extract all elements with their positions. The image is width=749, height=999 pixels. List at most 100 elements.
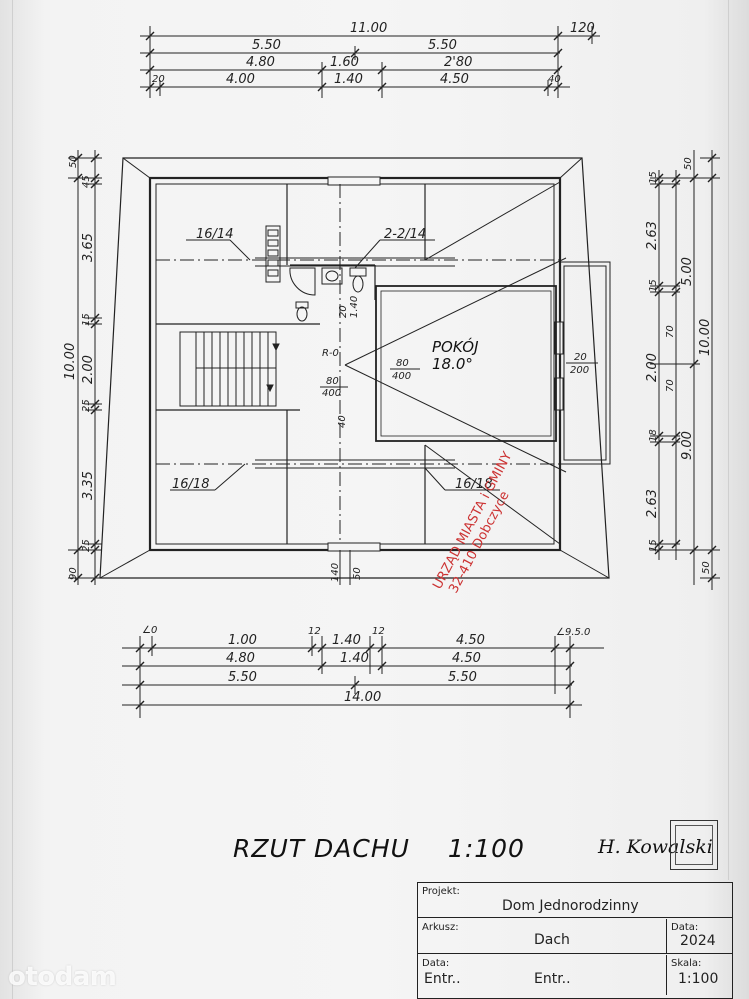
dim-top-r3b: 1.60 bbox=[330, 55, 359, 70]
dim-top-r2a: 5.50 bbox=[252, 38, 281, 53]
dim-left-j: 90 bbox=[68, 567, 79, 580]
dim-right-b: 2.63 bbox=[645, 221, 660, 250]
dim-right-c: 15 bbox=[648, 279, 659, 292]
arkusz-value: Dach bbox=[534, 932, 570, 948]
door2-top: 80 bbox=[326, 376, 339, 387]
skala-label: Skala: bbox=[671, 958, 702, 969]
left-dimension-lines bbox=[68, 150, 102, 585]
label-n40: 40 bbox=[337, 415, 348, 428]
dim-bottom-r1b: 1.40 bbox=[332, 633, 361, 648]
dim-bottom-angle-left: ∠0 bbox=[142, 625, 157, 636]
pokoj-name: POKÓJ bbox=[432, 337, 479, 356]
label-bath: 2-2/14 bbox=[384, 227, 426, 242]
drawing-title-name: RZUT DACHU bbox=[233, 834, 410, 863]
windows bbox=[327, 176, 564, 552]
dim-left-h: 3.35 bbox=[81, 471, 96, 500]
top-dimension-lines bbox=[140, 26, 600, 98]
data-label: Data: bbox=[671, 922, 699, 933]
dim-top-total: 11.00 bbox=[350, 21, 387, 36]
pokoj-room-walls bbox=[375, 285, 557, 442]
dormer-balcony bbox=[559, 261, 611, 465]
right-dimension-ticks bbox=[654, 153, 717, 583]
dim-right-j: 50 bbox=[683, 157, 694, 170]
projekt-value: Dom Jednorodzinny bbox=[502, 898, 639, 914]
dim-left-f: 2.00 bbox=[81, 355, 96, 384]
dim-left-b: 45 bbox=[81, 175, 92, 188]
bottom-dimension-lines bbox=[122, 636, 604, 718]
leader-lines bbox=[170, 239, 500, 491]
official-stamp: URZĄD MIASTA i GMINY 32-410 Dobczyce bbox=[430, 450, 515, 596]
dim-top-r4c: 1.40 bbox=[334, 72, 363, 87]
dim-right-e: 70 bbox=[665, 325, 676, 338]
dim-bottom-140: 140 bbox=[330, 563, 341, 582]
dim-right-d: 2.00 bbox=[645, 353, 660, 382]
dim-left-d: 10.00 bbox=[63, 343, 78, 380]
top-dimension-ticks bbox=[145, 31, 597, 92]
win-bot: 200 bbox=[570, 365, 589, 376]
label-se-room: 16/18 bbox=[455, 477, 492, 492]
dim-right-l: 10.00 bbox=[698, 319, 713, 356]
door2-bot: 400 bbox=[322, 388, 341, 399]
dim-right-a: 15 bbox=[648, 171, 659, 184]
dim-top-r4a: 20 bbox=[152, 74, 165, 85]
dim-left-c: 3.65 bbox=[81, 233, 96, 262]
dim-bottom-r1c: 4.50 bbox=[456, 633, 485, 648]
dim-top-r4d: 4.50 bbox=[440, 72, 469, 87]
dim-right-i: 15 bbox=[648, 539, 659, 552]
dim-left-e: 15 bbox=[81, 313, 92, 326]
label-n140: 1.40 bbox=[349, 296, 360, 318]
bottom-dimension-ticks bbox=[135, 643, 575, 710]
dim-bottom-r2c: 4.50 bbox=[452, 651, 481, 666]
arkusz-label: Arkusz: bbox=[422, 922, 459, 933]
dim-left-a: 50 bbox=[68, 155, 79, 168]
drawing-title-scale: 1:100 bbox=[447, 834, 525, 863]
title-block-row-arkusz: Arkusz: Dach Data: 2024 bbox=[418, 919, 732, 954]
dim-right-g: 18 bbox=[648, 429, 659, 442]
dim-top-r3c: 2'80 bbox=[444, 55, 472, 70]
win-top: 20 bbox=[574, 352, 587, 363]
door1-bot: 400 bbox=[392, 371, 411, 382]
dim-right-h: 2.63 bbox=[645, 489, 660, 518]
staircase bbox=[179, 331, 280, 407]
dim-right-k: 5.00 bbox=[680, 257, 695, 286]
sheet-border-right bbox=[728, 0, 729, 880]
dim-right-m: 9.00 bbox=[680, 431, 695, 460]
dim-bottom-r3a: 5.50 bbox=[228, 670, 257, 685]
dim-bottom-50: 50 bbox=[352, 567, 363, 580]
label-r0: R-0 bbox=[322, 348, 339, 359]
interior-walls bbox=[156, 184, 426, 544]
bottom-value: Entr.. bbox=[534, 971, 571, 987]
skala-divider bbox=[666, 955, 667, 995]
pokoj-area: 18.0° bbox=[432, 355, 473, 373]
dim-bottom-r1a: 1.00 bbox=[228, 633, 257, 648]
dim-top-r4b: 4.00 bbox=[226, 72, 255, 87]
title-block: Projekt: Dom Jednorodzinny Arkusz: Dach … bbox=[417, 882, 733, 999]
right-dimension-lines bbox=[650, 150, 720, 590]
left-dimension-ticks bbox=[73, 153, 100, 583]
drawing-title: RZUT DACHU 1:100 bbox=[233, 834, 563, 863]
dim-left-i: 25 bbox=[81, 539, 92, 552]
dim-top-r2b: 5.50 bbox=[428, 38, 457, 53]
dim-right-n: 50 bbox=[701, 561, 712, 574]
sheet-border-left bbox=[12, 0, 13, 999]
dim-bottom-s1: 12 bbox=[308, 626, 321, 637]
data-value: 2024 bbox=[680, 933, 716, 949]
otodam-watermark-logo: otodam bbox=[8, 962, 117, 992]
label-sw-room: 16/18 bbox=[172, 477, 209, 492]
diagonal-lines bbox=[344, 181, 567, 545]
dim-top-r3a: 4.80 bbox=[246, 55, 275, 70]
dim-bottom-angle-right: ∠9.5.0 bbox=[556, 627, 590, 638]
title-block-row-bottom: Data: Entr.. Entr.. Skala: 1:100 bbox=[418, 955, 732, 995]
dim-bottom-s2: 12 bbox=[372, 626, 385, 637]
dim-right-f: 70 bbox=[665, 379, 676, 392]
roof-ridge-lines bbox=[156, 184, 560, 544]
projekt-label: Projekt: bbox=[422, 886, 460, 897]
arkusz-divider bbox=[666, 919, 667, 953]
title-block-row-projekt: Projekt: Dom Jednorodzinny bbox=[418, 883, 732, 918]
door1-top: 80 bbox=[396, 358, 409, 369]
data2-value: Entr.. bbox=[424, 971, 461, 987]
signature: H. Kowalski bbox=[598, 836, 713, 858]
dim-bottom-r2b: 1.40 bbox=[340, 651, 369, 666]
